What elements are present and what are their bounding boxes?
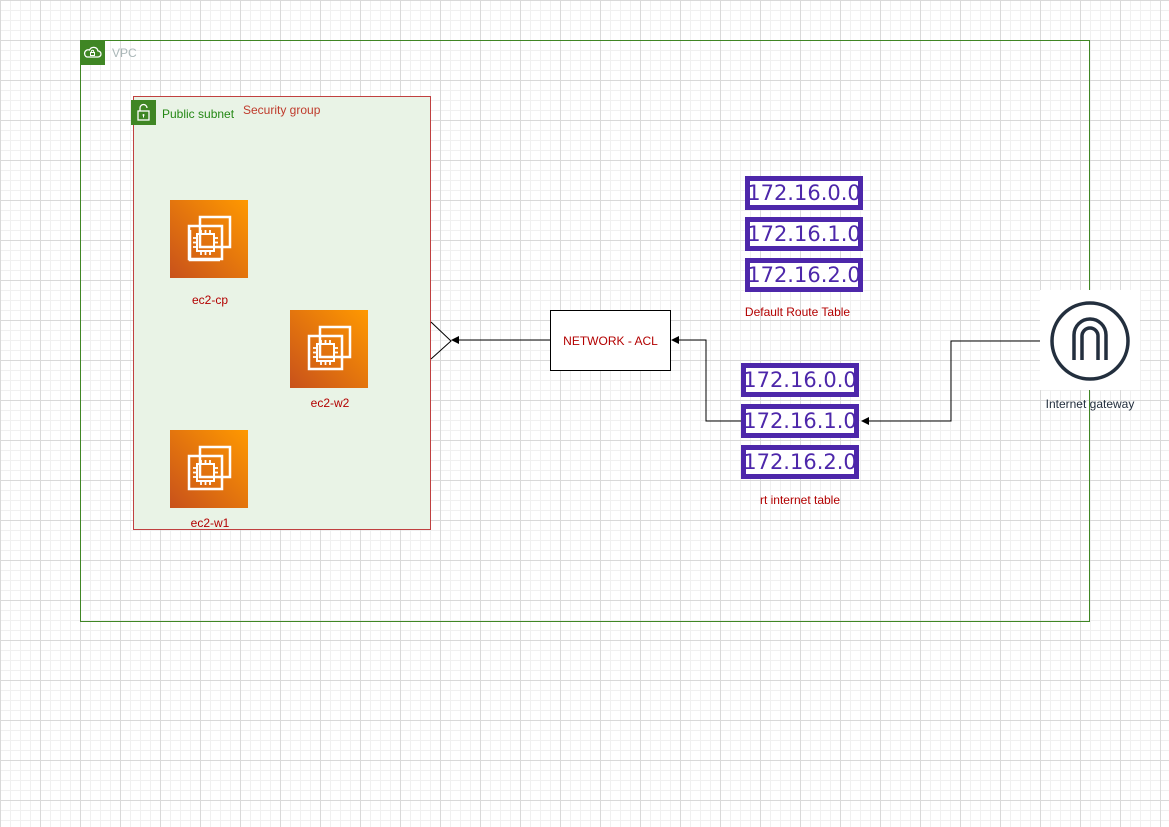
network-acl-box[interactable]: NETWORK - ACL bbox=[550, 310, 671, 371]
internet-route-entry: 172.16.0.0 bbox=[741, 363, 859, 397]
internet-route-table-label: rt internet table bbox=[759, 493, 841, 507]
default-route-entry: 172.16.1.0 bbox=[745, 217, 863, 251]
default-route-entry: 172.16.0.0 bbox=[745, 176, 863, 210]
internet-gateway-label: Internet gateway bbox=[1045, 397, 1135, 411]
ec2-instance-icon bbox=[290, 310, 368, 388]
subnet-lock-icon bbox=[131, 100, 156, 125]
vpc-label: VPC bbox=[112, 46, 137, 60]
security-group-label: Security group bbox=[243, 103, 321, 117]
vpc-cloud-icon bbox=[80, 40, 105, 65]
ec2-w2-label: ec2-w2 bbox=[310, 396, 350, 410]
internet-gateway-icon bbox=[1040, 290, 1140, 390]
ec2-instance-icon bbox=[170, 430, 248, 508]
internet-route-entry: 172.16.1.0 bbox=[741, 404, 859, 438]
route-table-to-acl-arrow bbox=[671, 336, 741, 422]
default-route-table-label: Default Route Table bbox=[744, 305, 851, 319]
internet-route-entry: 172.16.2.0 bbox=[741, 445, 859, 479]
ec2-cp-label: ec2-cp bbox=[191, 293, 229, 307]
igw-to-route-table-arrow bbox=[861, 340, 1040, 425]
ec2-instance-icon bbox=[170, 200, 248, 278]
public-subnet-label: Public subnet bbox=[162, 107, 235, 121]
subnet-entry-chevron bbox=[430, 321, 452, 360]
ec2-w1-label: ec2-w1 bbox=[190, 516, 230, 530]
default-route-entry: 172.16.2.0 bbox=[745, 258, 863, 292]
